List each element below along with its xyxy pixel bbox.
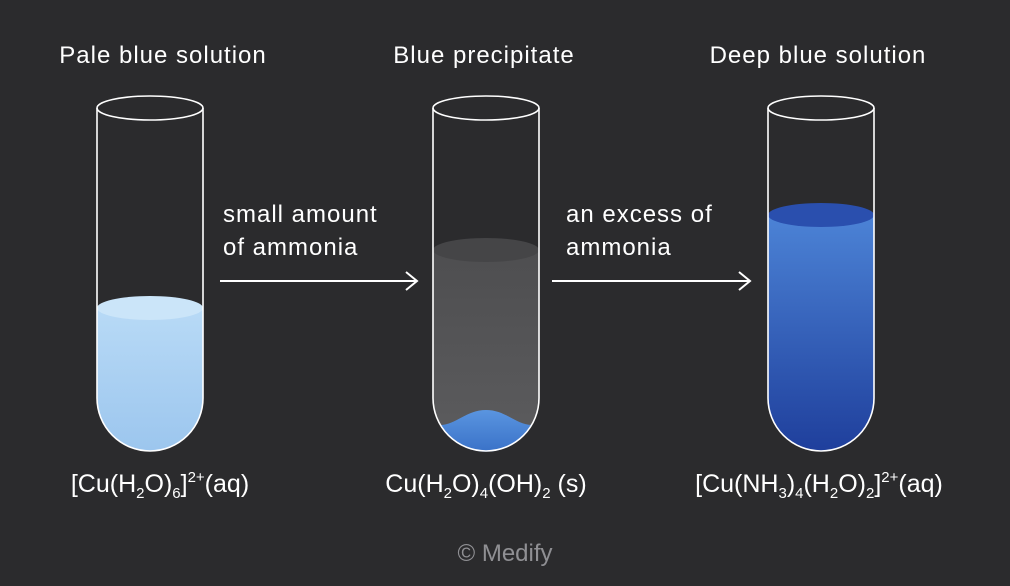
formula-text: ] — [874, 470, 882, 498]
tube-2-title: Blue precipitate — [393, 42, 575, 69]
tube-2-formula: Cu(H2O)4(OH)2 (s) — [385, 470, 587, 502]
formula-text: ] — [180, 470, 188, 498]
formula-text: (H — [803, 470, 830, 498]
formula-superscript: 2+ — [881, 469, 899, 486]
formula-subscript: 4 — [795, 485, 804, 502]
formula-text: (OH) — [488, 470, 543, 498]
tube-2-outline — [432, 108, 540, 452]
tube-3-outline — [767, 108, 875, 452]
tube-1-outline — [96, 108, 204, 452]
arrow-1 — [220, 271, 419, 291]
formula-text: (aq) — [898, 470, 943, 498]
formula-text: O) — [838, 470, 866, 498]
formula-subscript: 2 — [542, 485, 551, 502]
step-2-line-2: ammonia — [566, 234, 672, 261]
formula-subscript: 3 — [778, 485, 787, 502]
blue-precipitate — [440, 410, 532, 452]
tube-3-formula: [Cu(NH3)4(H2O)2]2+(aq) — [695, 469, 943, 502]
tube-1-formula: [Cu(H2O)6]2+(aq) — [70, 469, 250, 502]
test-tube-3 — [767, 95, 875, 452]
test-tube-2 — [432, 95, 540, 452]
tube-2-rim — [432, 95, 540, 121]
arrow-2 — [552, 271, 752, 291]
test-tube-1 — [96, 95, 204, 452]
step-2-line-1: an excess of — [566, 201, 713, 228]
formula-subscript: 2 — [136, 485, 145, 502]
formula-text: (aq) — [204, 470, 250, 498]
formula-text: O) — [144, 470, 173, 498]
formula-text: ) — [786, 470, 796, 498]
formula-text: O) — [451, 470, 480, 498]
tube-3-rim — [767, 95, 875, 121]
formula-subscript: 2 — [443, 485, 452, 502]
formula-subscript: 4 — [479, 485, 489, 502]
step-1-line-1: small amount — [223, 201, 378, 228]
step-2-label: an excess of ammonia — [566, 198, 713, 264]
formula-text: [Cu(H — [70, 470, 137, 498]
formula-superscript: 2+ — [187, 469, 205, 486]
formula-text: Cu(H — [385, 470, 444, 498]
formula-subscript: 6 — [172, 485, 181, 502]
formula-text: (s) — [550, 470, 587, 498]
tube-3-title: Deep blue solution — [709, 42, 927, 69]
pale-blue-liquid — [97, 308, 203, 451]
formula-subscript: 2 — [866, 485, 875, 502]
step-1-label: small amount of ammonia — [223, 198, 378, 264]
deep-blue-surface — [768, 203, 874, 227]
tube-1-title: Pale blue solution — [59, 42, 267, 69]
pale-blue-surface — [97, 296, 203, 320]
formula-text: [Cu(NH — [695, 470, 779, 498]
grey-surface — [433, 238, 539, 262]
deep-blue-liquid — [768, 215, 874, 451]
copyright-credit: © Medify — [457, 540, 553, 567]
step-1-line-2: of ammonia — [223, 234, 359, 261]
grey-liquid — [433, 250, 539, 451]
formula-subscript: 2 — [829, 485, 839, 502]
tube-1-rim — [96, 95, 204, 121]
